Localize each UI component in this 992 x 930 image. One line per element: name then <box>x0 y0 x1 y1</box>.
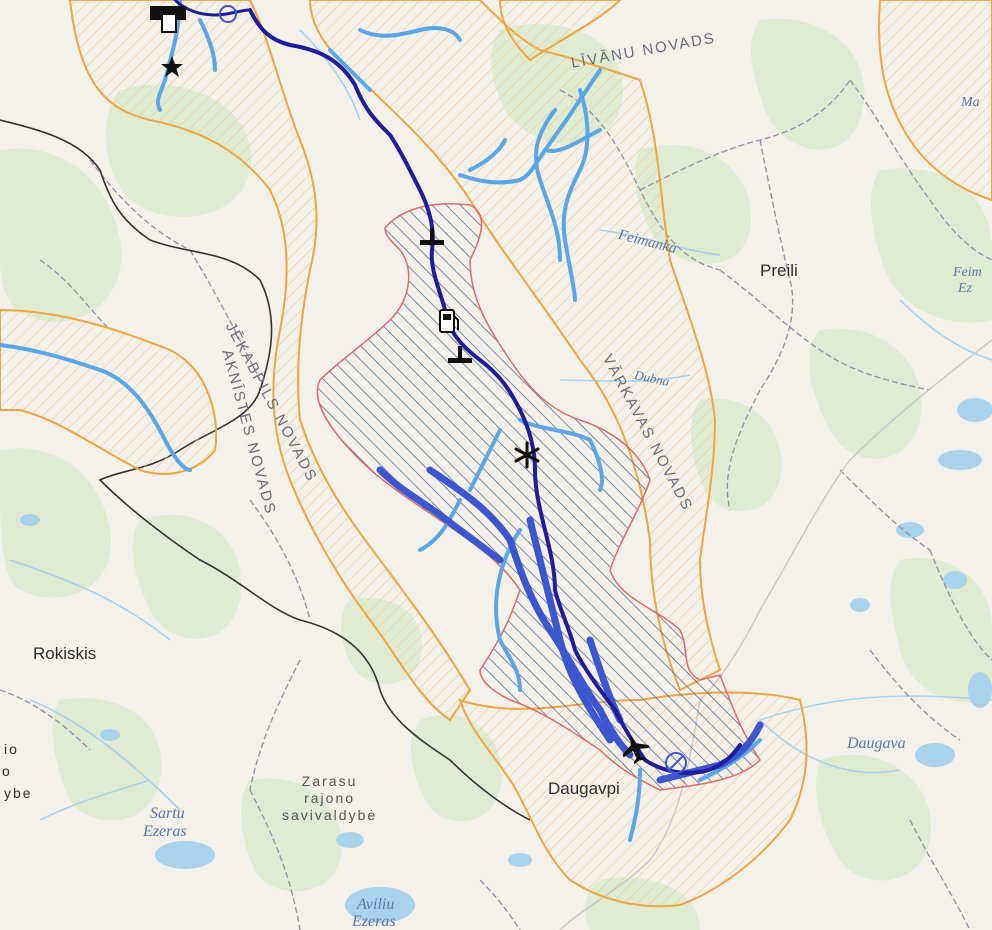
water-label-daugava: Daugava <box>847 735 906 752</box>
water-label-aviliu-2: Ezeras <box>352 913 396 930</box>
airport-icon <box>622 734 650 765</box>
fuel-station-icon <box>439 309 459 333</box>
city-label-rokiskis: Rokiskis <box>33 644 97 663</box>
water-label-edge-ma: Ma <box>961 95 980 110</box>
monument-icon <box>420 228 444 245</box>
municipality-label-zarasu: Zarasu rajono savivaldybė <box>282 773 377 823</box>
asterisk-icon <box>514 441 540 469</box>
label-edge-o: o <box>2 763 12 779</box>
water-label-edge-feim: Feim <box>953 265 982 280</box>
protected-zones <box>0 0 992 908</box>
admin-boundaries <box>0 79 992 930</box>
label-edge-ybe: ybe <box>4 785 33 801</box>
water-label-aviliu: Aviliu <box>357 896 395 913</box>
municipality-label-line: Zarasu <box>301 773 358 789</box>
flood-main-channel <box>376 466 764 784</box>
water-label-edge-ez: Ez <box>958 281 972 296</box>
flood-tributaries <box>0 0 762 842</box>
city-label-daugavpils: Daugavpi <box>548 779 620 798</box>
airport-icon <box>150 6 186 33</box>
municipality-label-line: savivaldybė <box>282 806 378 823</box>
circle-icon <box>665 752 687 774</box>
rivers <box>9 29 992 821</box>
municipality-label-line: rajono <box>304 789 356 806</box>
flood-daugava-river <box>248 8 742 775</box>
state-border <box>0 119 531 821</box>
label-edge-io: io <box>4 741 19 757</box>
monument-icon <box>448 346 472 363</box>
circle-icon-slash <box>668 755 684 771</box>
water-label-sartu: Sartu <box>150 805 185 822</box>
star-icon <box>161 56 183 77</box>
water-label-sartu-2: Ezeras <box>143 823 187 840</box>
circle-icon <box>219 5 237 23</box>
city-label-preili: Preili <box>760 261 798 280</box>
